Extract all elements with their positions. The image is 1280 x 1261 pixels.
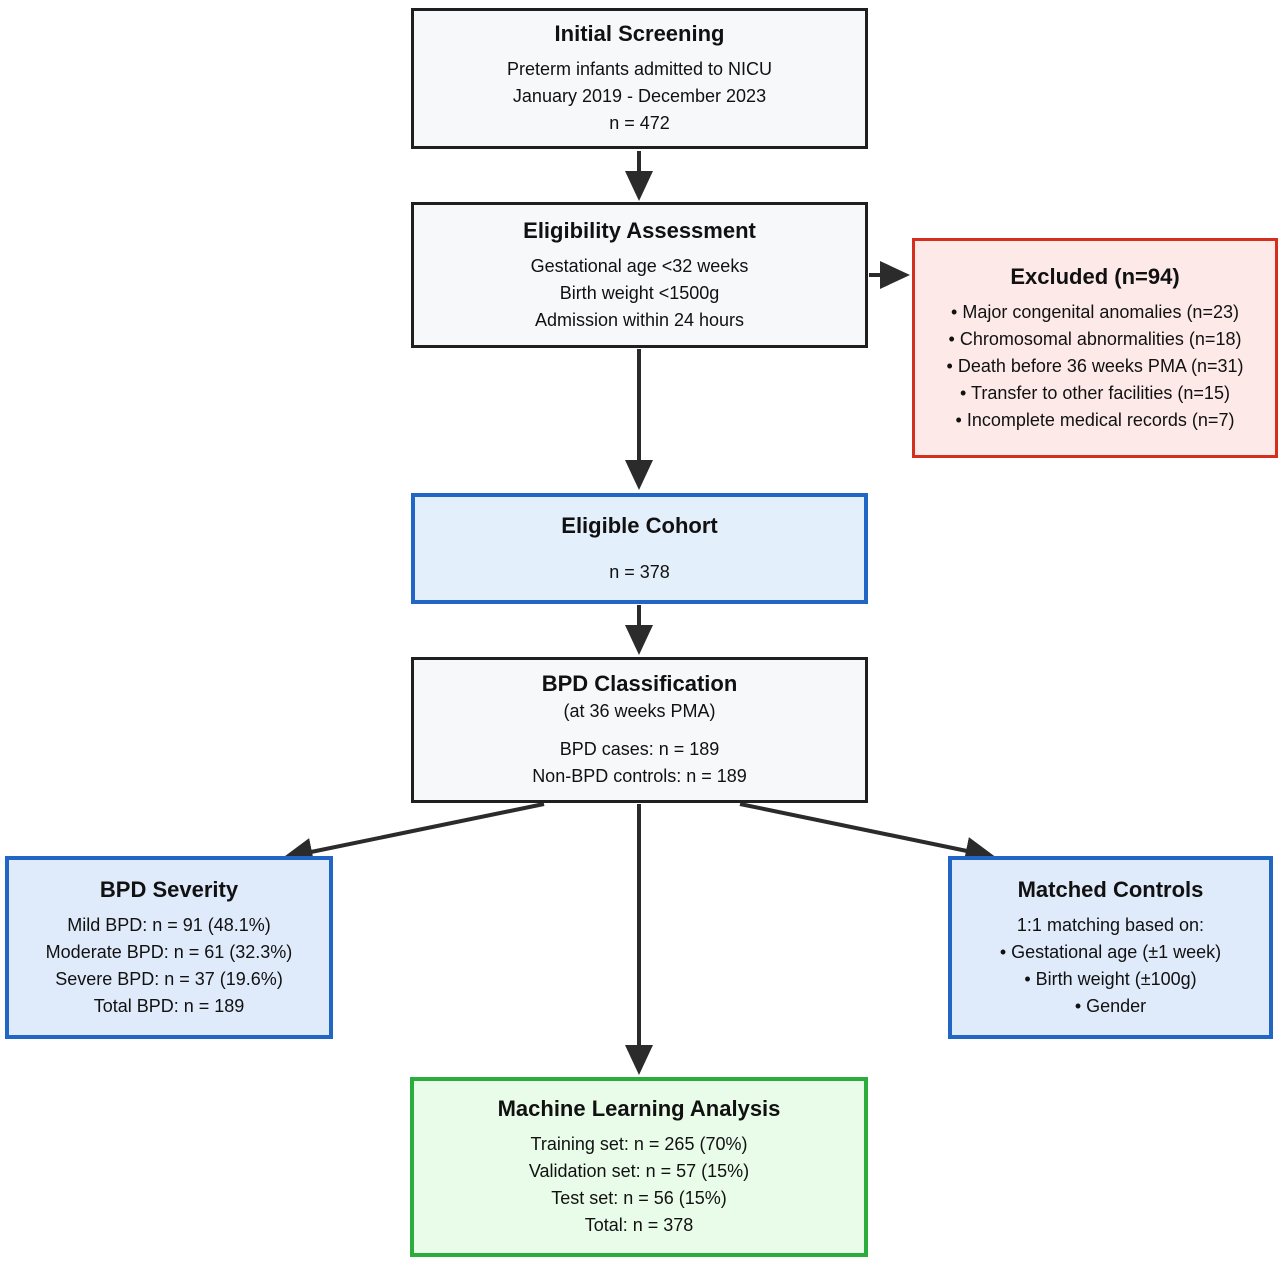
arrow-diagonal-classification-to-matched-icon xyxy=(739,802,996,865)
eligibility-assessment-box: Eligibility Assessment Gestational age <… xyxy=(411,202,868,348)
matching-criterion: • Birth weight (±100g) xyxy=(1024,968,1197,989)
bpd-classification-box: BPD Classification (at 36 weeks PMA) BPD… xyxy=(411,657,868,803)
training-set-stat: Training set: n = 265 (70%) xyxy=(530,1134,748,1154)
bpd-severity-stat: Mild BPD: n = 91 (48.1%) xyxy=(67,914,271,935)
initial-screening-line: January 2019 - December 2023 xyxy=(512,86,767,106)
matching-description: 1:1 matching based on: xyxy=(1016,914,1205,935)
total-stat: Total: n = 378 xyxy=(584,1215,694,1235)
bpd-severity-total: Total BPD: n = 189 xyxy=(93,995,245,1016)
eligible-cohort-title: Eligible Cohort xyxy=(561,512,718,538)
excluded-reason: • Incomplete medical records (n=7) xyxy=(955,409,1235,430)
eligible-cohort-count: n = 378 xyxy=(609,561,670,582)
excluded-reason: • Major congenital anomalies (n=23) xyxy=(951,301,1239,322)
matched-controls-box: Matched Controls 1:1 matching based on: … xyxy=(948,856,1273,1039)
matched-controls-title: Matched Controls xyxy=(1017,876,1204,902)
matching-criterion: • Gender xyxy=(1074,995,1147,1016)
bpd-classification-subtitle: (at 36 weeks PMA) xyxy=(563,701,716,721)
matching-criterion: • Gestational age (±1 week) xyxy=(999,941,1222,962)
eligibility-criterion: Gestational age <32 weeks xyxy=(530,255,749,276)
initial-screening-line: Preterm infants admitted to NICU xyxy=(506,59,773,79)
eligibility-assessment-title: Eligibility Assessment xyxy=(523,217,756,243)
initial-screening-title: Initial Screening xyxy=(554,21,725,46)
excluded-reason: • Death before 36 weeks PMA (n=31) xyxy=(946,355,1244,376)
excluded-box: Excluded (n=94) • Major congenital anoma… xyxy=(912,238,1278,458)
bpd-cases-count: BPD cases: n = 189 xyxy=(559,739,720,759)
machine-learning-analysis-box: Machine Learning Analysis Training set: … xyxy=(410,1077,868,1257)
excluded-reason: • Chromosomal abnormalities (n=18) xyxy=(948,328,1242,349)
initial-screening-count: n = 472 xyxy=(609,113,670,133)
bpd-severity-stat: Severe BPD: n = 37 (19.6%) xyxy=(55,968,283,989)
bpd-classification-title: BPD Classification xyxy=(541,671,738,696)
arrow-diagonal-classification-to-severity-icon xyxy=(282,802,545,866)
excluded-reason: • Transfer to other facilities (n=15) xyxy=(960,382,1230,403)
bpd-severity-stat: Moderate BPD: n = 61 (32.3%) xyxy=(45,941,293,962)
bpd-severity-box: BPD Severity Mild BPD: n = 91 (48.1%) Mo… xyxy=(5,856,333,1039)
bpd-severity-title: BPD Severity xyxy=(99,876,239,902)
eligible-cohort-box: Eligible Cohort n = 378 xyxy=(411,493,868,604)
eligibility-criterion: Admission within 24 hours xyxy=(534,309,745,330)
excluded-title: Excluded (n=94) xyxy=(1010,263,1180,289)
test-set-stat: Test set: n = 56 (15%) xyxy=(551,1188,727,1208)
initial-screening-box: Initial Screening Preterm infants admitt… xyxy=(411,8,868,149)
validation-set-stat: Validation set: n = 57 (15%) xyxy=(528,1161,750,1181)
non-bpd-controls-count: Non-BPD controls: n = 189 xyxy=(532,766,747,786)
machine-learning-analysis-title: Machine Learning Analysis xyxy=(497,1096,781,1121)
eligibility-criterion: Birth weight <1500g xyxy=(559,282,720,303)
